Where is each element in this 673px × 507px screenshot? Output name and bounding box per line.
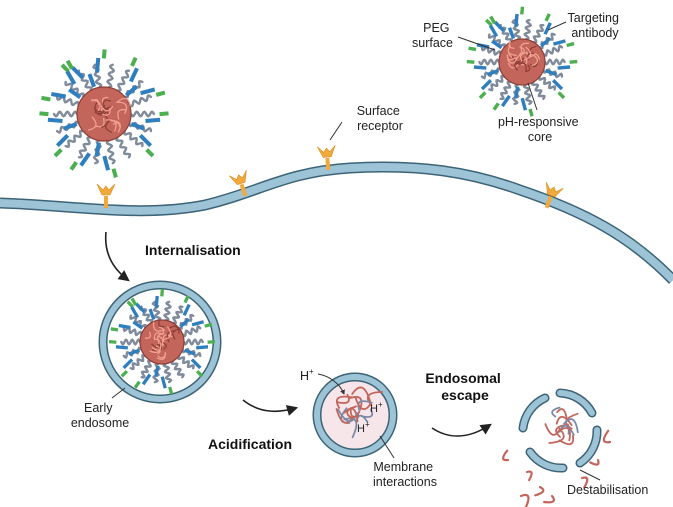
peg-chain bbox=[523, 18, 533, 41]
peg-chain bbox=[162, 300, 172, 322]
surface-receptor-label: Surface receptor bbox=[357, 104, 404, 133]
released-strand bbox=[534, 485, 545, 497]
nanoparticle-legend bbox=[466, 6, 578, 117]
peg-chain bbox=[480, 45, 502, 56]
nanoparticle-bound-to-receptor bbox=[39, 49, 169, 178]
peg-chain bbox=[64, 129, 85, 148]
peg-chain bbox=[129, 354, 147, 371]
peg-chain bbox=[55, 95, 80, 107]
antibody-icon bbox=[179, 295, 213, 328]
acidified-endosome bbox=[312, 372, 398, 458]
internalisation-label: Internalisation bbox=[145, 242, 241, 258]
antibody-icon bbox=[126, 288, 165, 321]
antibody-icon bbox=[41, 59, 82, 102]
peg-chain bbox=[170, 359, 185, 379]
peg-chain bbox=[64, 80, 85, 98]
antibody-icon bbox=[540, 13, 575, 48]
peg-chain bbox=[542, 44, 564, 58]
antibody-icon bbox=[124, 56, 166, 97]
proton-label: H+ bbox=[370, 400, 383, 415]
antibody-icon bbox=[492, 86, 534, 117]
peg-chain bbox=[52, 110, 79, 118]
surface-receptors bbox=[96, 145, 564, 209]
receptor-icon bbox=[229, 170, 248, 197]
released-strand bbox=[525, 470, 533, 482]
peg-chain bbox=[487, 33, 507, 49]
peg-chain bbox=[129, 110, 156, 118]
acidification-arrow bbox=[242, 399, 299, 416]
peg-chain bbox=[499, 80, 512, 101]
antibody-icon bbox=[544, 59, 578, 100]
peg-chain bbox=[129, 314, 147, 330]
ruptured-endosome bbox=[502, 388, 612, 507]
antibody-icon bbox=[183, 339, 216, 378]
peg-chain bbox=[115, 136, 132, 159]
endosomal-escape-label: Endosomal escape bbox=[425, 370, 504, 403]
released-strand bbox=[580, 476, 589, 489]
peg-chain bbox=[537, 75, 557, 91]
released-strand bbox=[543, 494, 555, 504]
endosomal-escape-arrow bbox=[431, 423, 492, 437]
peg-chain bbox=[162, 362, 173, 384]
peg-chain bbox=[105, 139, 116, 165]
antibody-icon bbox=[60, 49, 107, 88]
released-strand bbox=[519, 493, 530, 507]
receptor-icon bbox=[96, 183, 116, 208]
released-strand bbox=[589, 458, 600, 466]
peg-chain bbox=[181, 324, 202, 338]
antibody-icon bbox=[130, 111, 169, 158]
peg-chain bbox=[177, 354, 195, 370]
peg-chain bbox=[171, 305, 184, 325]
polymer-membrane-interactions bbox=[335, 386, 384, 439]
antibody-icon bbox=[133, 365, 174, 395]
antibody-icon bbox=[466, 59, 500, 100]
ph-responsive-core-label: pH-responsive core bbox=[498, 115, 582, 144]
peg-chain bbox=[77, 136, 92, 159]
destabilisation-label: Destabilisation bbox=[567, 483, 648, 497]
leader-lines bbox=[111, 21, 601, 481]
peg-chain bbox=[128, 94, 153, 108]
proton-label: H+ bbox=[357, 420, 370, 435]
peg-chain bbox=[123, 130, 144, 148]
released-strand bbox=[602, 429, 612, 444]
antibody-icon bbox=[39, 111, 78, 158]
targeting-antibody-label: Targeting antibody bbox=[568, 11, 623, 40]
peg-chain bbox=[120, 338, 142, 346]
peg-chain bbox=[140, 359, 153, 379]
peg-chain bbox=[122, 326, 143, 337]
cell-membrane bbox=[0, 161, 673, 284]
receptor-icon bbox=[317, 145, 336, 171]
antibody-icon bbox=[69, 142, 118, 178]
internalisation-arrow bbox=[104, 231, 130, 282]
peg-chain bbox=[488, 74, 506, 92]
antibody-icon bbox=[108, 339, 141, 378]
membrane-interactions-label: Membrane interactions bbox=[373, 460, 437, 489]
peg-chain bbox=[531, 80, 546, 100]
peg-chain bbox=[116, 69, 131, 92]
nanoparticle-in-endosome bbox=[108, 288, 216, 395]
peg-chain bbox=[543, 58, 566, 66]
peg-chain bbox=[522, 83, 533, 106]
receptor-icon bbox=[544, 182, 564, 209]
early-endosome bbox=[98, 280, 222, 404]
early-endosome-label: Early endosome bbox=[71, 401, 129, 430]
antibody-icon bbox=[110, 297, 144, 332]
peg-chain bbox=[182, 338, 204, 346]
proton-label: H+ bbox=[300, 367, 314, 383]
antibody-icon bbox=[484, 6, 525, 40]
peg-chain bbox=[532, 23, 545, 44]
peg-chain bbox=[478, 58, 501, 66]
released-strand bbox=[502, 449, 510, 462]
released-polymer-strands bbox=[502, 406, 612, 507]
peg-chain bbox=[106, 63, 116, 89]
peg-surface-label: PEG surface bbox=[412, 21, 453, 50]
acidification-label: Acidification bbox=[208, 436, 292, 452]
